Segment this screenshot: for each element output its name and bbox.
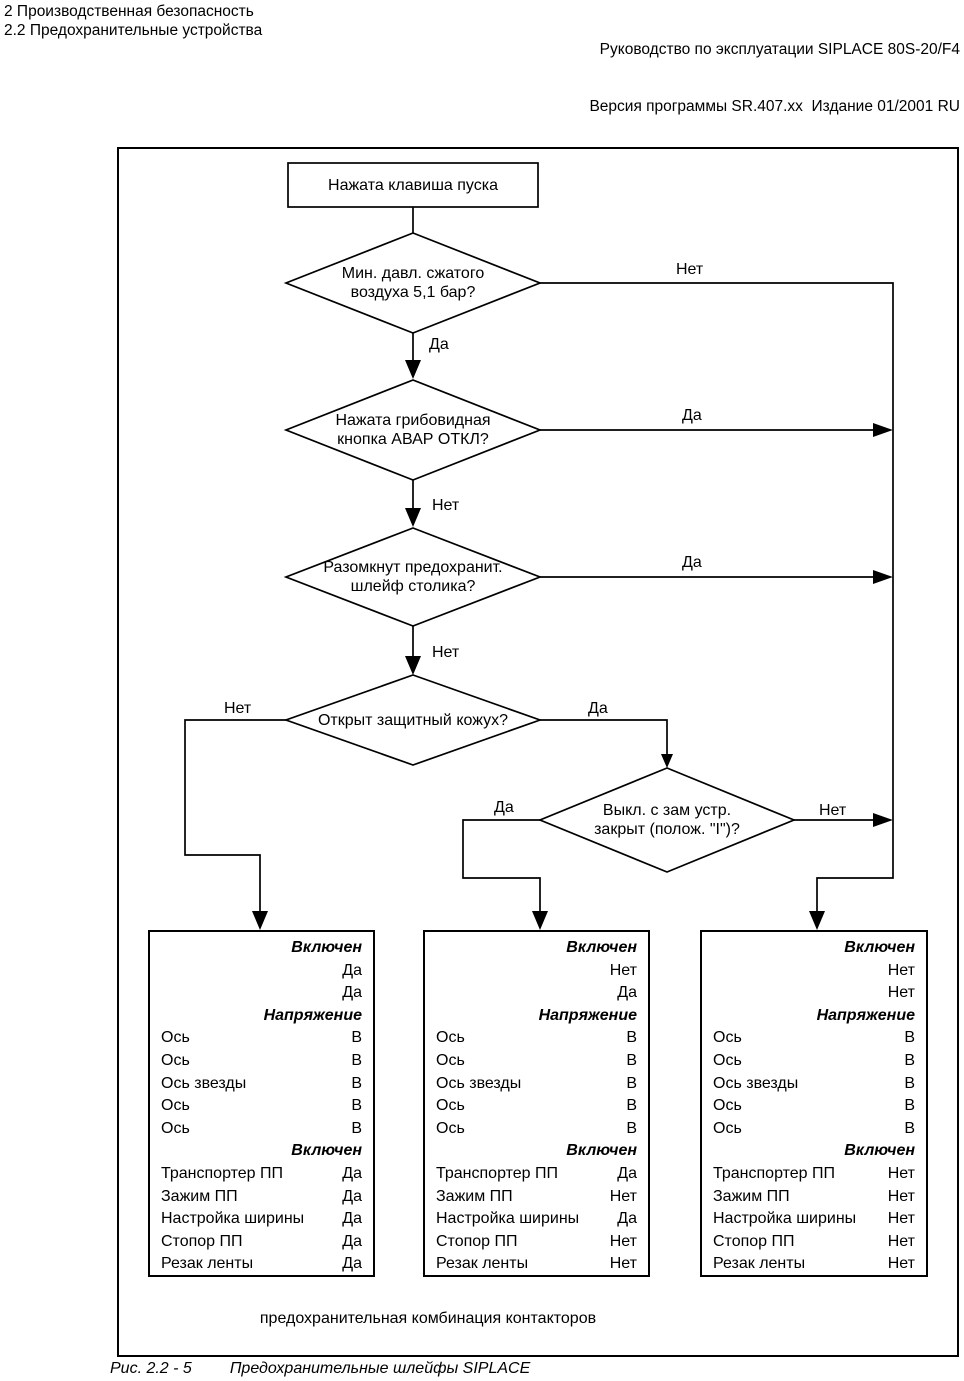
header-left: 2 Производственная безопасность 2.2 Пред… <box>4 2 262 40</box>
table-section-header: Включен <box>844 939 915 956</box>
branch-no-lock: Нет <box>819 802 847 819</box>
arrow-down-icon <box>252 911 268 930</box>
arrow-right-icon <box>873 570 893 584</box>
table-row: Нет <box>609 961 637 979</box>
branch-no-air-pressure: Нет <box>676 261 704 278</box>
table-section-header: Включен <box>844 1142 915 1160</box>
figure-number: Рис. 2.2 - 5 <box>110 1360 192 1377</box>
arrow-down-icon <box>405 508 421 527</box>
branch-yes-air-pressure: Да <box>429 336 449 353</box>
arrow-right-icon <box>873 423 893 437</box>
branch-yes-safety-loop: Да <box>682 554 702 571</box>
figure-frame <box>117 147 959 1357</box>
table-section-header: Включен <box>291 1142 362 1160</box>
header-version: Версия программы SR.407.xx Издание 01/20… <box>589 98 960 115</box>
decision-safety-loop <box>283 527 543 627</box>
figure-caption: Рис. 2.2 - 5 Предохранительные шлейфы SI… <box>110 1360 530 1378</box>
table-section-header: Напряжение <box>263 1006 362 1024</box>
decision-protective-cover-label: Открыт защитный кожух? <box>317 712 508 729</box>
decision-air-pressure-label: Мин. давл. сжатого воздуха 5,1 бар? <box>341 265 485 301</box>
table-row: Нет <box>887 984 915 1002</box>
branch-no-cover: Нет <box>224 700 252 717</box>
decision-protective-cover <box>283 674 543 766</box>
branch-no-safety-loop: Нет <box>432 644 460 661</box>
table-row: Нет <box>887 961 915 979</box>
table-section-header: Напряжение <box>538 1006 637 1024</box>
table-section-header: Напряжение <box>816 1006 915 1024</box>
arrow-down-icon <box>809 911 825 930</box>
branch-yes-emergency: Да <box>682 407 702 424</box>
header-manual-title: Руководство по эксплуатации SIPLACE 80S-… <box>599 41 960 58</box>
table-section-header: Включен <box>291 939 362 956</box>
branch-yes-cover: Да <box>588 700 608 717</box>
start-node-label: Нажата клавиша пуска <box>328 176 498 194</box>
branch-no-emergency: Нет <box>432 497 460 514</box>
header-chapter: 2 Производственная безопасность <box>4 3 254 20</box>
arrow-down-icon <box>532 911 548 930</box>
decision-lock-switch-label: Выкл. с зам устр. закрыт (полож. "I")? <box>594 802 740 838</box>
table-section-header: Включен <box>566 1142 637 1160</box>
header-section: 2.2 Предохранительные устройства <box>4 22 263 39</box>
decision-emergency-button-label: Нажата грибовидная кнопка АВАР ОТКЛ? <box>335 412 491 448</box>
table-section-header: Включен <box>566 939 637 956</box>
arrowheads <box>252 360 893 930</box>
decision-emergency-button <box>283 379 543 481</box>
table-row: Да <box>342 961 362 979</box>
decision-air-pressure <box>283 232 543 334</box>
header-right: Руководство по эксплуатации SIPLACE 80S-… <box>589 2 960 154</box>
branch-yes-lock: Да <box>494 799 514 816</box>
decision-lock-switch <box>537 767 797 873</box>
start-node-box <box>287 162 539 208</box>
figure-title: Предохранительные шлейфы SIPLACE <box>229 1360 531 1377</box>
table-row: Да <box>342 984 362 1002</box>
arrow-down-icon <box>405 360 421 379</box>
flow-connectors <box>184 207 894 917</box>
frame-caption: предохранительная комбинация контакторов <box>259 1310 597 1327</box>
arrow-down-icon <box>405 656 421 675</box>
arrow-down-icon <box>661 754 673 768</box>
table-row: Да <box>617 984 637 1002</box>
arrow-right-icon <box>873 813 893 827</box>
decision-safety-loop-label: Разомкнут предохранит. шлейф столика? <box>323 559 503 595</box>
